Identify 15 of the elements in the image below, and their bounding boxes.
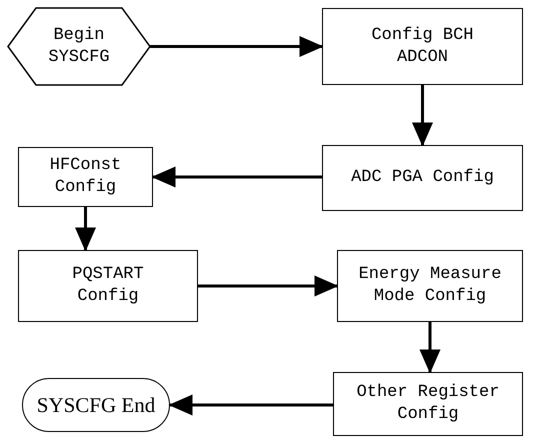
arrow	[150, 36, 324, 57]
arrow	[75, 207, 96, 252]
start-hexagon: Begin SYSCFG	[8, 8, 150, 85]
arrow	[168, 394, 333, 416]
end-terminator: SYSCFG End	[22, 378, 170, 432]
arrow	[420, 322, 440, 374]
arrow	[152, 166, 322, 188]
arrow	[198, 276, 338, 296]
process-box: Other Register Config	[333, 372, 523, 436]
process-box: PQSTART Config	[18, 250, 198, 322]
process-box: Energy Measure Mode Config	[337, 250, 523, 322]
process-box: HFConst Config	[18, 147, 153, 207]
process-box: ADC PGA Config	[322, 145, 523, 211]
process-box: Config BCH ADCON	[322, 8, 523, 85]
arrow	[412, 85, 433, 146]
